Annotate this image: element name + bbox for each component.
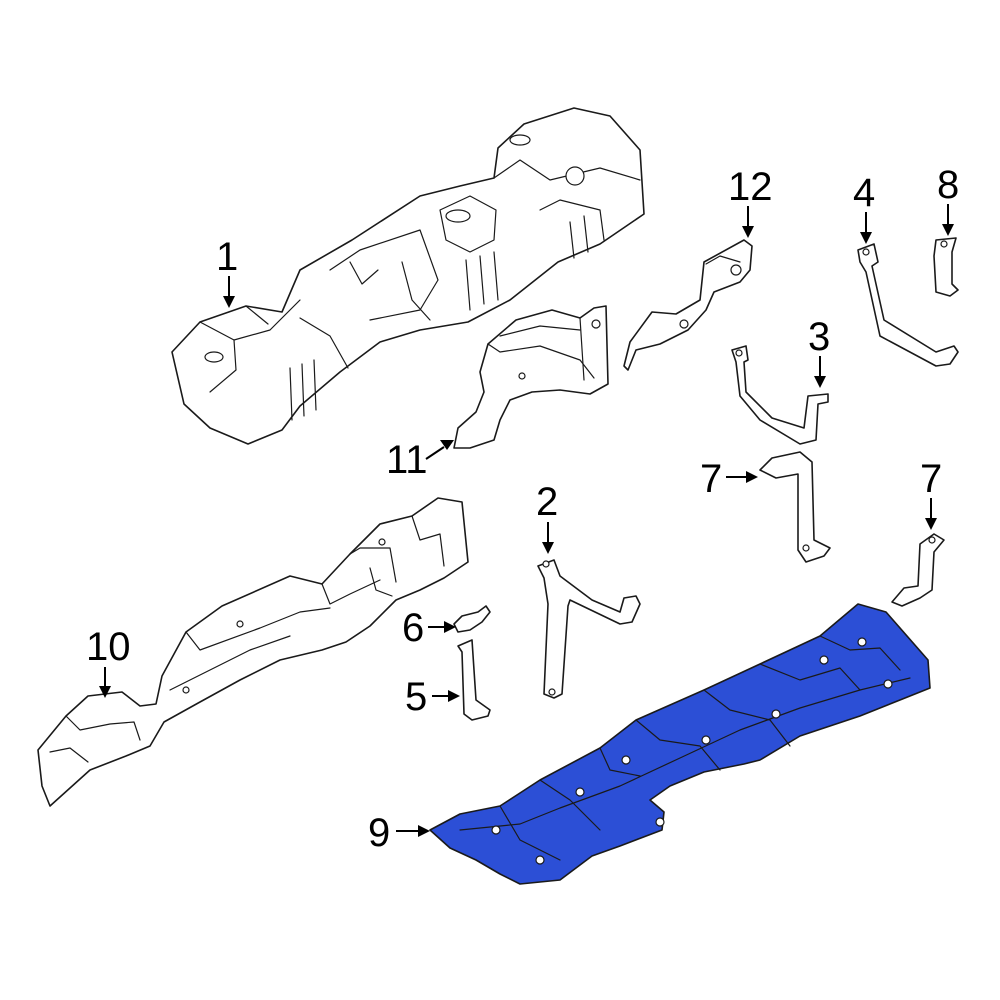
callout-1-arrowhead <box>223 296 235 308</box>
skid-plate-part[interactable] <box>429 603 931 885</box>
callout-2-label: 2 <box>536 480 558 524</box>
callout-4: 4 <box>853 171 875 244</box>
callout-1: 1 <box>216 235 238 308</box>
callout-8: 8 <box>937 163 959 236</box>
tank-strap-part-3[interactable] <box>731 345 829 445</box>
callout-9: 9 <box>368 811 430 855</box>
callout-2: 2 <box>536 480 558 554</box>
callout-7b-arrowhead <box>925 518 937 530</box>
bracket-part-5[interactable] <box>457 639 491 721</box>
callout-12-arrowhead <box>742 226 754 238</box>
fuel-tank-part[interactable] <box>171 107 645 445</box>
strap-part-7a[interactable] <box>759 451 831 563</box>
callout-5-arrowhead <box>448 690 460 702</box>
callout-4-label: 4 <box>853 171 875 215</box>
callout-6: 6 <box>402 606 456 650</box>
callout-11-label: 11 <box>386 438 428 482</box>
callout-8-arrowhead <box>942 224 954 236</box>
callout-9-label: 9 <box>368 811 390 855</box>
front-heat-shield-part[interactable] <box>37 497 469 807</box>
callout-5-label: 5 <box>405 675 427 719</box>
callout-11-arrow <box>425 446 445 460</box>
callout-9-arrowhead <box>418 825 430 837</box>
callout-11: 11 <box>386 438 454 482</box>
clip-part-6[interactable] <box>453 605 491 633</box>
tank-strap-part-4[interactable] <box>857 243 959 367</box>
callout-6-label: 6 <box>402 606 424 650</box>
callout-4-arrowhead <box>860 232 872 244</box>
center-heat-shield-part[interactable] <box>453 305 609 449</box>
callout-12-label: 12 <box>728 165 773 209</box>
callout-3: 3 <box>808 315 830 388</box>
callout-7b-label: 7 <box>920 457 942 501</box>
callout-7b: 7 <box>920 457 942 530</box>
callout-10: 10 <box>86 625 131 698</box>
callout-3-arrowhead <box>814 376 826 388</box>
callout-10-label: 10 <box>86 625 131 669</box>
callout-6-arrowhead <box>444 621 456 633</box>
callout-11-arrowhead <box>440 440 454 450</box>
callout-7a-arrowhead <box>746 471 758 483</box>
callout-2-arrowhead <box>542 542 554 554</box>
callout-3-label: 3 <box>808 315 830 359</box>
strap-part-7b[interactable] <box>891 533 945 607</box>
support-bracket-part-2[interactable] <box>537 559 641 699</box>
callout-7a-label: 7 <box>700 457 722 501</box>
callout-7a: 7 <box>700 457 758 501</box>
callout-10-arrowhead <box>99 686 111 698</box>
callout-5: 5 <box>405 675 460 719</box>
heat-shield-bracket-part[interactable] <box>623 239 753 371</box>
callout-1-label: 1 <box>216 235 238 279</box>
callout-8-label: 8 <box>937 163 959 207</box>
small-bracket-part-8[interactable] <box>933 237 959 297</box>
callout-12: 12 <box>728 165 773 238</box>
